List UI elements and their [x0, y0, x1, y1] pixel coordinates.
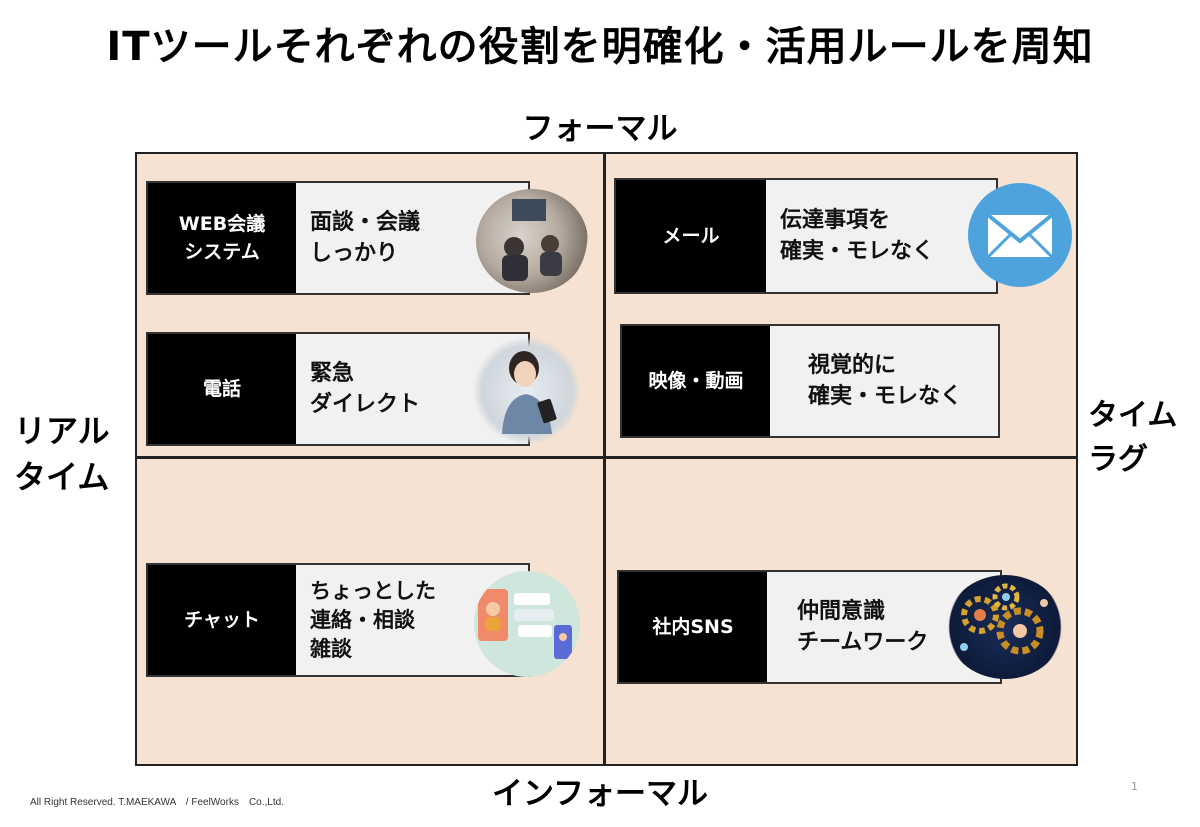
tool-description: 仲間意識 チームワーク — [797, 599, 929, 655]
chat-phones-illustration — [474, 571, 580, 677]
tool-description: ちょっとした 連絡・相談 雑談 — [310, 578, 436, 661]
page-number: 1 — [1131, 780, 1138, 793]
tool-description: 面談・会議 しっかり — [310, 210, 421, 266]
network-gears-illustration — [946, 575, 1064, 679]
woman-on-phone-photo — [474, 338, 580, 444]
tool-description: 伝達事項を 確実・モレなく — [780, 208, 935, 264]
tool-card-video: 映像・動画 視覚的に 確実・モレなく — [620, 324, 1000, 438]
tool-label: 電話 — [148, 334, 296, 444]
quadrant-vertical-divider — [603, 152, 606, 766]
tool-card-phone: 電話 緊急 ダイレクト — [146, 332, 530, 446]
tool-description: 緊急 ダイレクト — [310, 361, 421, 417]
slide-title: ITツールそれぞれの役割を明確化・活用ルールを周知 — [106, 24, 1094, 70]
tool-label: 社内SNS — [619, 572, 767, 682]
tool-card-mail: メール 伝達事項を 確実・モレなく — [614, 178, 998, 294]
tool-label: メール — [616, 180, 766, 292]
axis-label-timelag: タイム ラグ — [1088, 398, 1178, 477]
quadrant-horizontal-divider — [135, 456, 1078, 459]
tool-label: 映像・動画 — [622, 326, 770, 436]
axis-label-realtime: リアル タイム — [14, 412, 110, 496]
tool-description: 視覚的に 確実・モレなく — [808, 353, 963, 409]
tool-card-web-meeting: WEB会議 システム 面談・会議 しっかり — [146, 181, 530, 295]
envelope-icon — [968, 183, 1072, 287]
axis-label-formal: フォーマル — [522, 111, 678, 147]
tool-label: WEB会議 システム — [148, 183, 296, 293]
tool-card-sns: 社内SNS 仲間意識 チームワーク — [617, 570, 1002, 684]
copyright-footer: All Right Reserved. T.MAEKAWA / FeelWork… — [30, 797, 284, 808]
tool-label: チャット — [148, 565, 296, 675]
tool-card-chat: チャット ちょっとした 連絡・相談 雑談 — [146, 563, 530, 677]
video-meeting-photo — [476, 189, 588, 293]
axis-label-informal: インフォーマル — [491, 776, 709, 812]
